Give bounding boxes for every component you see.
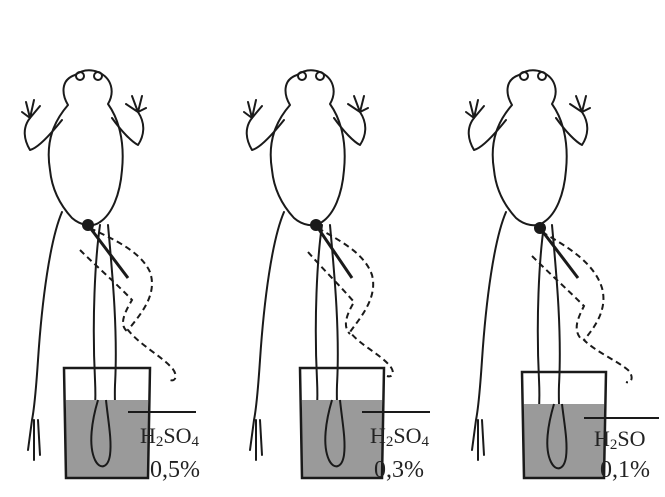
acid-label-3: H2SO xyxy=(594,428,646,453)
withdrawn-leg-dashed xyxy=(90,228,176,380)
right-hand xyxy=(126,96,146,112)
concentration-label-1: 0,5% xyxy=(150,458,200,482)
right-hand xyxy=(348,96,368,112)
withdrawn-leg-dashed xyxy=(318,228,393,376)
right-hand xyxy=(570,96,590,112)
left-leg xyxy=(472,212,506,460)
acid-label-2: H2SO4 xyxy=(370,425,429,450)
left-leg xyxy=(28,212,62,460)
frog-body xyxy=(271,70,345,225)
left-hand xyxy=(22,100,40,118)
right-arm xyxy=(112,112,143,145)
concentration-label-3: 0,1% xyxy=(600,458,650,482)
concentration-label-2: 0,3% xyxy=(374,458,424,482)
right-arm xyxy=(334,112,365,145)
left-hand xyxy=(244,100,262,118)
panel-3: H2SO 0,1% xyxy=(444,0,665,497)
eye-right xyxy=(316,72,324,80)
eye-right xyxy=(538,72,546,80)
panel-2: H2SO4 0,3% xyxy=(222,0,444,497)
left-hand xyxy=(466,100,484,118)
eye-right xyxy=(94,72,102,80)
acid-label-1: H2SO4 xyxy=(140,425,199,450)
frog-drawing-3 xyxy=(444,0,665,497)
frog-body xyxy=(49,70,123,225)
frog-body xyxy=(493,70,567,225)
right-arm xyxy=(556,112,587,145)
panel-1: H2SO4 0,5% xyxy=(0,0,222,497)
left-leg xyxy=(250,212,284,460)
